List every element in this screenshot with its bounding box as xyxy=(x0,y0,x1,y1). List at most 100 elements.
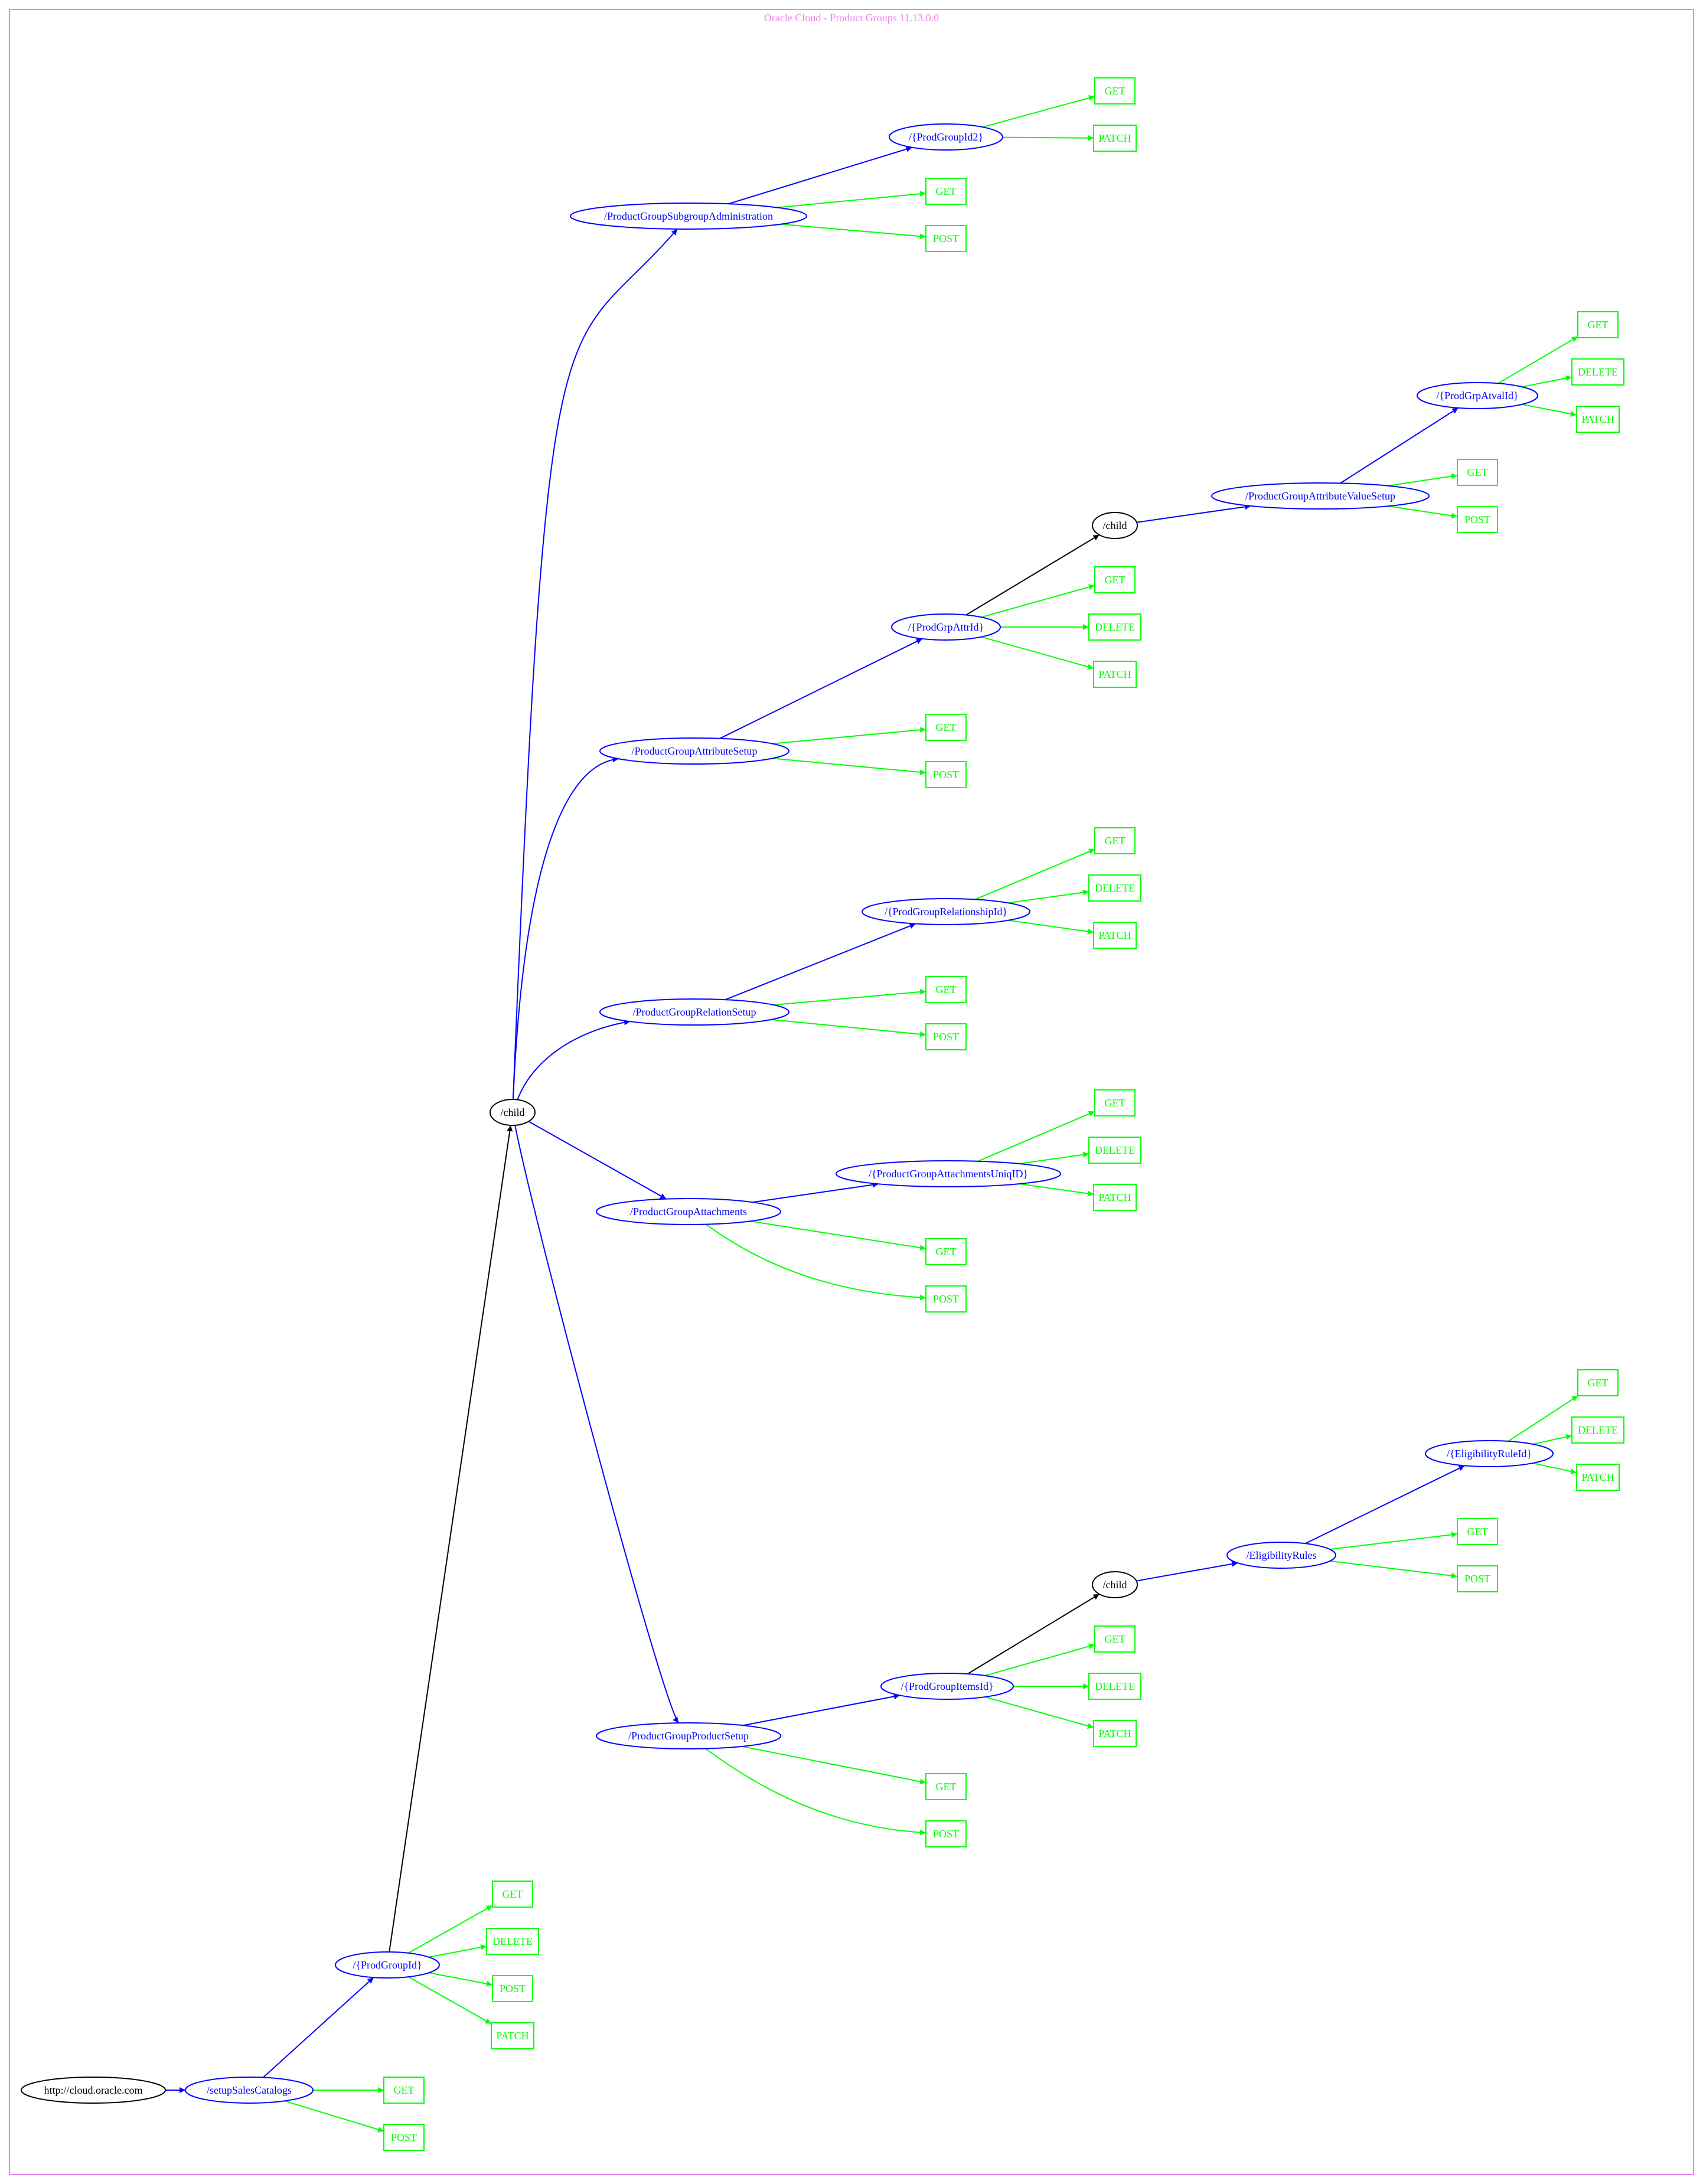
node-label-pgid_patch: PATCH xyxy=(496,2030,528,2042)
node-label-atvalid: /{ProdGrpAtvalId} xyxy=(1436,390,1518,401)
node-rel_post: POST xyxy=(925,1023,967,1050)
node-label-eligid: /{EligibilityRuleId} xyxy=(1447,1448,1532,1460)
node-relid_delete: DELETE xyxy=(1088,874,1141,902)
node-att_get: GET xyxy=(925,1238,967,1265)
node-subgrp_get: GET xyxy=(925,178,967,205)
node-eligid_patch: PATCH xyxy=(1576,1464,1620,1491)
edge-child3-to-elig xyxy=(1136,1561,1238,1582)
node-label-prod_get: GET xyxy=(936,1781,957,1793)
node-eligid: /{EligibilityRuleId} xyxy=(1425,1440,1554,1467)
edge-prod-to-prod_get xyxy=(742,1745,926,1785)
node-label-setup: /setupSalesCatalogs xyxy=(207,2084,292,2096)
edge-pgid-to-pgid_delete xyxy=(429,1944,487,1958)
node-prod_post: POST xyxy=(925,1820,967,1847)
edge-elig-to-elig_get xyxy=(1330,1532,1458,1550)
node-label-itemsid: /{ProdGroupItemsId} xyxy=(901,1680,993,1692)
node-label-attrid_patch: PATCH xyxy=(1098,668,1131,680)
node-label-attuid: /{ProductGroupAttachmentsUniqID} xyxy=(869,1168,1028,1180)
node-label-prod_post: POST xyxy=(933,1828,959,1840)
node-elig: /EligibilityRules xyxy=(1226,1542,1336,1569)
diagram-frame xyxy=(9,9,1694,2175)
method-box-setup_post xyxy=(383,2124,425,2151)
node-label-pgid2: /{ProdGroupId2} xyxy=(909,131,983,143)
edge-child1-to-prod xyxy=(514,1125,680,1723)
edge-child2-to-attrval xyxy=(1136,504,1251,523)
edge-attuid-to-attuid_delete xyxy=(1019,1151,1089,1164)
edge-attrid-to-attrid_get xyxy=(981,584,1095,618)
edge-att-to-att_post xyxy=(705,1223,926,1301)
node-ellipse-prod xyxy=(596,1722,781,1749)
method-box-relid_delete xyxy=(1088,874,1141,902)
edge-eligid-to-eligid_patch xyxy=(1532,1462,1577,1474)
node-attrid_patch: PATCH xyxy=(1093,661,1137,688)
node-atvalid_patch: PATCH xyxy=(1576,406,1620,433)
node-prod_get: GET xyxy=(925,1773,967,1800)
node-attuid_get: GET xyxy=(1094,1089,1136,1117)
node-ellipse-pgid xyxy=(335,1951,440,1979)
method-box-eligid_get xyxy=(1577,1369,1619,1396)
method-box-eligid_delete xyxy=(1571,1416,1624,1444)
node-label-attr_get: GET xyxy=(936,722,957,733)
node-pgid: /{ProdGroupId} xyxy=(335,1951,440,1979)
edge-rel-to-rel_get xyxy=(774,988,926,1006)
edge-pgid-to-pgid_patch xyxy=(408,1976,492,2025)
node-itemsid_patch: PATCH xyxy=(1093,1720,1137,1747)
node-attrval: /ProductGroupAttributeValueSetup xyxy=(1211,482,1430,510)
method-box-attrid_get xyxy=(1094,566,1136,593)
edge-att-to-att_get xyxy=(750,1220,926,1251)
node-attr_get: GET xyxy=(925,714,967,741)
node-child2: /child xyxy=(1092,512,1138,539)
method-box-attuid_patch xyxy=(1093,1184,1137,1211)
method-box-attrid_patch xyxy=(1093,661,1137,688)
edge-attrval-to-attrval_get xyxy=(1388,473,1458,487)
node-ellipse-elig xyxy=(1226,1542,1336,1569)
method-box-prod_post xyxy=(925,1820,967,1847)
method-box-prod_get xyxy=(925,1773,967,1800)
node-atvalid: /{ProdGrpAtvalId} xyxy=(1417,382,1538,409)
edge-pgid-to-child1 xyxy=(389,1125,513,1953)
method-box-pgid2_get xyxy=(1094,77,1136,105)
node-pgid2: /{ProdGroupId2} xyxy=(889,123,1003,151)
node-label-attrid: /{ProdGrpAttrId} xyxy=(908,621,984,633)
edge-elig-to-elig_post xyxy=(1330,1560,1458,1579)
method-box-pgid_patch xyxy=(491,2022,534,2049)
node-label-att: /ProductGroupAttachments xyxy=(630,1206,747,1217)
edge-eligid-to-eligid_delete xyxy=(1532,1434,1572,1445)
edge-attrval-to-attrval_post xyxy=(1388,505,1458,519)
edge-relid-to-relid_delete xyxy=(1008,889,1089,904)
node-rel_get: GET xyxy=(925,976,967,1003)
node-label-root: http://cloud.oracle.com xyxy=(44,2084,143,2096)
method-box-attrid_delete xyxy=(1088,613,1141,641)
node-ellipse-attuid xyxy=(836,1160,1061,1187)
node-ellipse-child3 xyxy=(1092,1571,1138,1598)
method-box-pgid_get xyxy=(492,1881,533,1908)
node-ellipse-root xyxy=(21,2077,166,2104)
node-ellipse-attrval xyxy=(1211,482,1430,510)
node-label-elig_get: GET xyxy=(1467,1526,1488,1537)
method-box-subgrp_get xyxy=(925,178,967,205)
node-label-subgrp: /ProductGroupSubgroupAdministration xyxy=(604,210,773,222)
node-label-rel_get: GET xyxy=(936,984,957,995)
node-attuid: /{ProductGroupAttachmentsUniqID} xyxy=(836,1160,1061,1187)
node-ellipse-itemsid xyxy=(880,1673,1014,1700)
node-attrid_delete: DELETE xyxy=(1088,613,1141,641)
node-label-attrval: /ProductGroupAttributeValueSetup xyxy=(1245,490,1395,502)
node-rel: /ProductGroupRelationSetup xyxy=(599,998,789,1026)
edge-pgid2-to-pgid2_get xyxy=(982,95,1095,128)
edge-subgrp-to-pgid2 xyxy=(728,146,912,205)
node-label-pgid2_patch: PATCH xyxy=(1098,132,1131,144)
node-label-elig: /EligibilityRules xyxy=(1246,1549,1316,1561)
edge-child1-to-attr xyxy=(512,756,619,1100)
node-pgid_get: GET xyxy=(492,1881,533,1908)
node-label-attuid_delete: DELETE xyxy=(1095,1144,1135,1156)
node-label-elig_post: POST xyxy=(1464,1573,1490,1585)
edge-child1-to-att xyxy=(528,1121,667,1200)
node-relid_get: GET xyxy=(1094,827,1136,854)
edge-attrid-to-attrid_patch xyxy=(981,636,1094,670)
method-box-att_get xyxy=(925,1238,967,1265)
node-ellipse-subgrp xyxy=(570,203,807,230)
node-label-subgrp_post: POST xyxy=(933,233,959,244)
edge-pgid-to-pgid_get xyxy=(408,1905,493,1954)
node-ellipse-relid xyxy=(862,898,1030,925)
